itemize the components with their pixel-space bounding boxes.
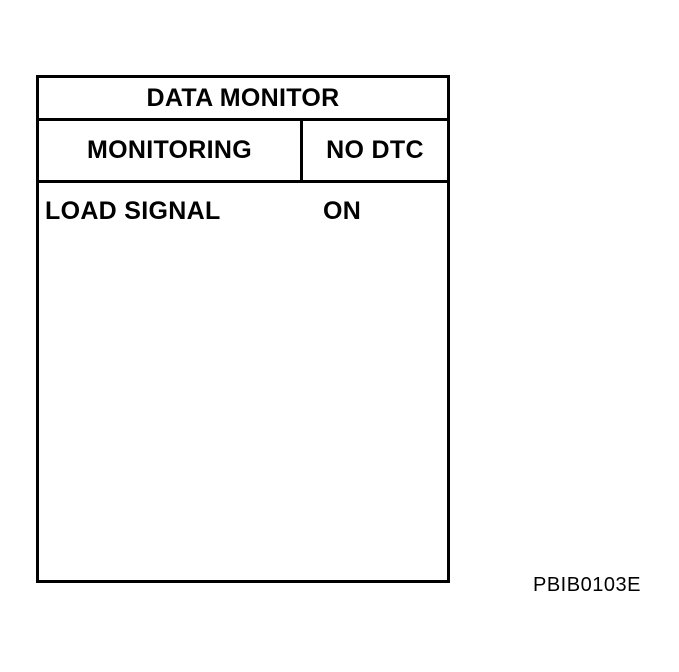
status-bar: MONITORING NO DTC — [39, 121, 447, 183]
figure-code: PBIB0103E — [533, 574, 641, 596]
screen-title-bar: DATA MONITOR — [39, 78, 447, 121]
dtc-status-cell: NO DTC — [303, 121, 447, 180]
monitoring-status-label: MONITORING — [86, 136, 253, 164]
dtc-status-label: NO DTC — [326, 136, 424, 164]
data-monitor-screen: DATA MONITOR MONITORING NO DTC LOAD SIGN… — [36, 75, 450, 583]
monitoring-status-cell: MONITORING — [39, 121, 303, 180]
signal-row: LOAD SIGNAL ON — [39, 196, 447, 226]
screen-title: DATA MONITOR — [146, 83, 340, 112]
signal-list: LOAD SIGNAL ON — [39, 183, 447, 580]
signal-value: ON — [323, 197, 362, 225]
signal-name: LOAD SIGNAL — [45, 197, 221, 225]
